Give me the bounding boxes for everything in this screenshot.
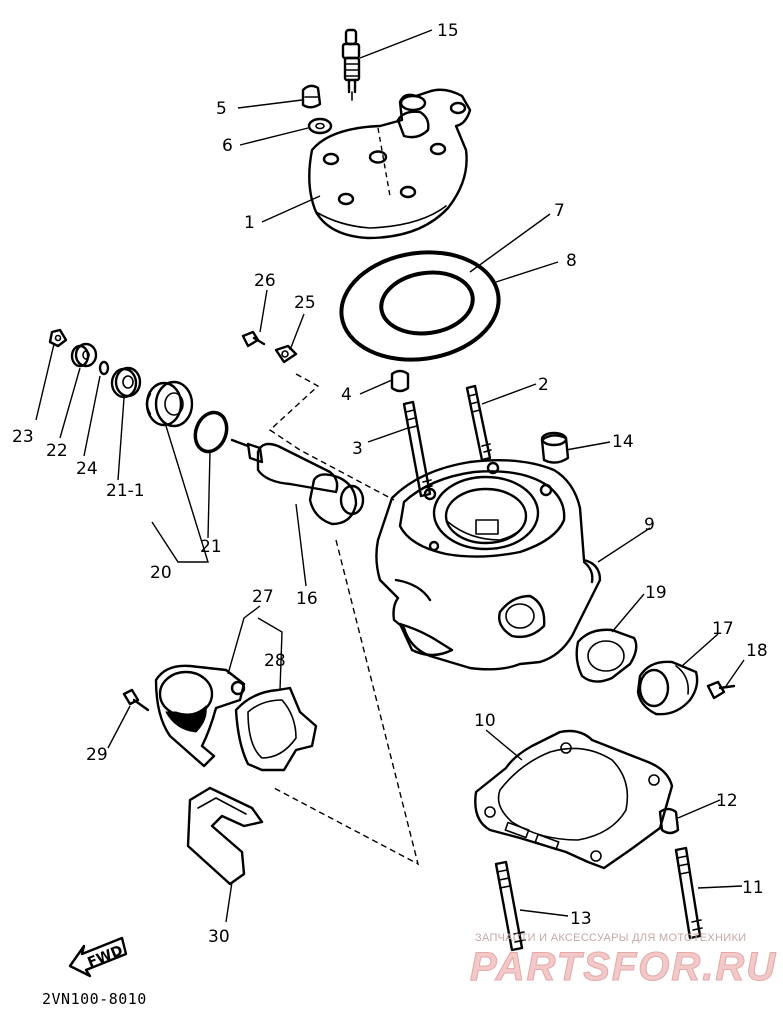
exhaust-gasket [575, 628, 638, 683]
callout-12: 12 [716, 791, 738, 811]
callout-26: 26 [254, 271, 276, 291]
cylinder-head [308, 88, 472, 240]
watermark-brand: PARTSFOR.RU [470, 945, 777, 989]
o-ring-outer [339, 250, 501, 362]
callout-23: 23 [12, 427, 34, 447]
leader-lines [35, 29, 745, 923]
stud-bolt-rear [465, 384, 492, 462]
base-gasket [474, 729, 674, 870]
callout-24: 24 [76, 459, 98, 479]
o-ring-inner [379, 270, 475, 336]
nut [48, 328, 68, 348]
callout-22: 22 [46, 441, 68, 461]
callout-18: 18 [746, 641, 768, 661]
collar [70, 342, 98, 368]
callout-21-1: 21-1 [106, 481, 145, 501]
pump-bolt [122, 688, 150, 712]
callout-5: 5 [216, 99, 227, 119]
dowel-pin-lower [658, 807, 680, 835]
callout-28: 28 [264, 651, 286, 671]
callout-21: 21 [200, 537, 222, 557]
diagram-code: 2VN100-8010 [42, 990, 147, 1008]
clamp-plate [274, 344, 298, 364]
valve-cover [636, 660, 699, 716]
callout-7: 7 [554, 201, 565, 221]
callout-16: 16 [296, 589, 318, 609]
callout-29: 29 [86, 745, 108, 765]
pump-gasket [234, 686, 318, 772]
watermark-logo: ЗАПЧАСТИ И АКСЕССУАРЫ ДЛЯ МОТОТЕХНИКИ PA… [470, 932, 777, 990]
fwd-arrow-icon: FWD [68, 936, 128, 978]
callout-17: 17 [712, 619, 734, 639]
callout-15: 15 [437, 21, 459, 41]
seal-ring [193, 410, 229, 454]
callout-30: 30 [208, 927, 230, 947]
long-stud-right [674, 846, 703, 940]
stud-bolt-front [402, 400, 433, 498]
washer [307, 117, 333, 135]
callout-19: 19 [645, 583, 667, 603]
callout-25: 25 [294, 293, 316, 313]
cylinder [375, 459, 602, 671]
callout-9: 9 [644, 515, 655, 535]
callout-2: 2 [538, 375, 549, 395]
pump-housing [154, 664, 246, 768]
callout-labels: 15 5 6 1 7 8 26 25 4 2 3 14 9 19 17 18 1… [12, 21, 768, 947]
hose-guide [186, 786, 264, 886]
bearing [110, 366, 142, 399]
oil-seal [145, 380, 194, 428]
callout-14: 14 [612, 432, 634, 452]
small-o-ring [98, 360, 110, 376]
bolt-small [241, 330, 266, 348]
callout-3: 3 [352, 439, 363, 459]
watermark-tagline: ЗАПЧАСТИ И АКСЕССУАРЫ ДЛЯ МОТОТЕХНИКИ [475, 932, 746, 944]
dowel-pin [390, 369, 410, 393]
cap-nut [540, 431, 570, 464]
callout-8: 8 [566, 251, 577, 271]
callout-10: 10 [474, 711, 496, 731]
callout-27: 27 [252, 587, 274, 607]
long-stud-left [494, 860, 526, 952]
callout-4: 4 [341, 385, 352, 405]
svg-text:FWD: FWD [85, 943, 125, 972]
callout-11: 11 [742, 878, 764, 898]
valve-shaft [230, 438, 365, 526]
spark-plug [341, 28, 361, 101]
screw [706, 680, 736, 700]
callout-13: 13 [570, 909, 592, 929]
plug-bolt [301, 84, 322, 109]
callout-20: 20 [150, 563, 172, 583]
callout-6: 6 [222, 136, 233, 156]
callout-1: 1 [244, 213, 255, 233]
